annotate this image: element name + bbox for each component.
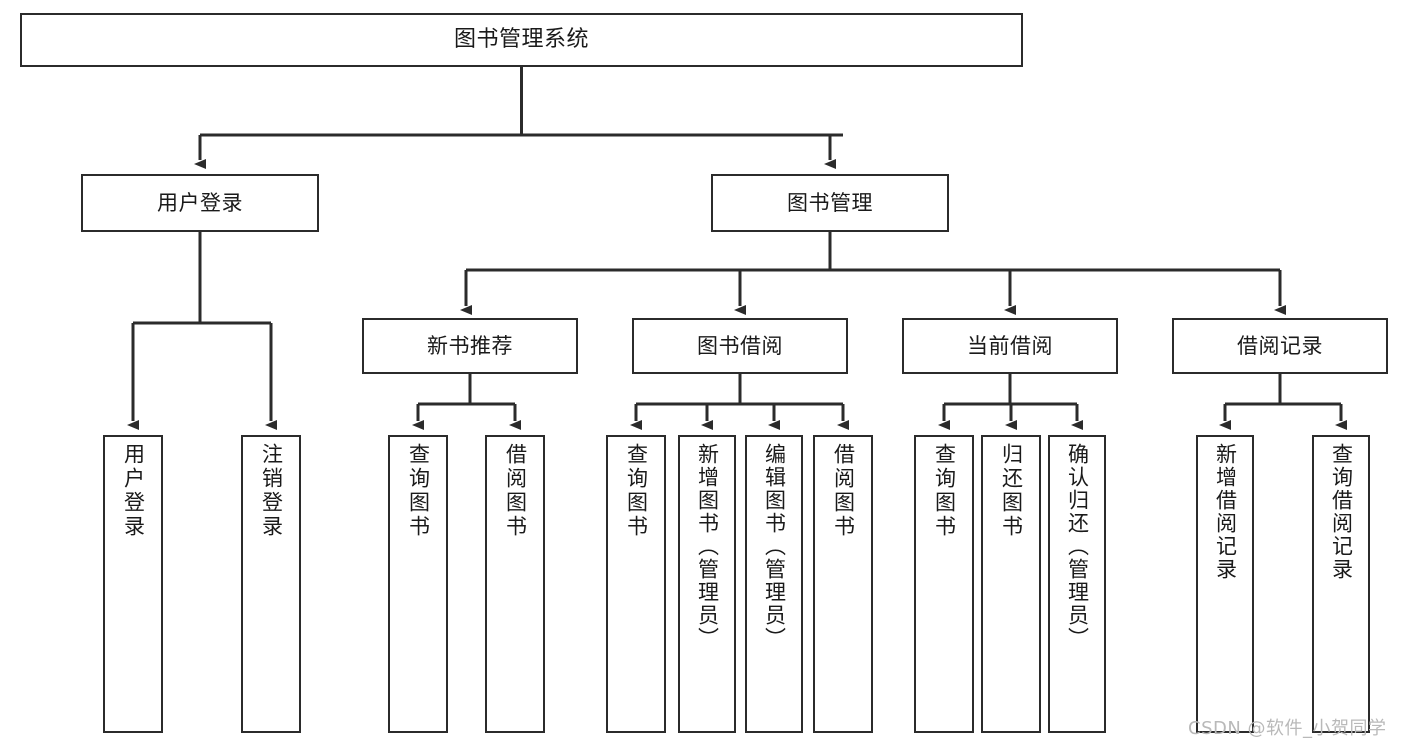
node-user-login-label: 用户登录	[157, 190, 243, 215]
node-book-borrow[interactable]: 图书借阅	[632, 318, 848, 374]
node-leaf-borrow-book-1[interactable]: 借阅图书	[485, 435, 545, 733]
node-leaf-user-login-label: 用户登录	[121, 443, 146, 539]
node-leaf-query-book-2-label: 查询图书	[624, 443, 649, 539]
node-leaf-add-book-label: 新增图书（管理员）	[695, 443, 720, 650]
node-leaf-query-book-1[interactable]: 查询图书	[388, 435, 448, 733]
node-leaf-user-logout-label: 注销登录	[259, 443, 284, 539]
node-leaf-query-book-3-label: 查询图书	[932, 443, 957, 539]
node-leaf-query-book-2[interactable]: 查询图书	[606, 435, 666, 733]
node-leaf-query-book-1-label: 查询图书	[406, 443, 431, 539]
node-leaf-confirm-return-label: 确认归还（管理员）	[1065, 443, 1090, 650]
node-leaf-add-record[interactable]: 新增借阅记录	[1196, 435, 1254, 733]
node-leaf-borrow-book-2[interactable]: 借阅图书	[813, 435, 873, 733]
node-book-manage[interactable]: 图书管理	[711, 174, 949, 232]
node-root-label: 图书管理系统	[453, 27, 589, 53]
node-leaf-query-record[interactable]: 查询借阅记录	[1312, 435, 1370, 733]
node-leaf-confirm-return[interactable]: 确认归还（管理员）	[1048, 435, 1106, 733]
node-book-manage-label: 图书管理	[787, 190, 873, 215]
node-leaf-query-book-3[interactable]: 查询图书	[914, 435, 974, 733]
node-leaf-borrow-book-2-label: 借阅图书	[831, 443, 856, 539]
node-leaf-edit-book[interactable]: 编辑图书（管理员）	[745, 435, 803, 733]
node-borrow-record-label: 借阅记录	[1237, 333, 1323, 358]
node-leaf-add-record-label: 新增借阅记录	[1213, 443, 1238, 581]
node-user-login[interactable]: 用户登录	[81, 174, 319, 232]
node-borrow-record[interactable]: 借阅记录	[1172, 318, 1388, 374]
node-leaf-edit-book-label: 编辑图书（管理员）	[762, 443, 787, 650]
node-leaf-add-book[interactable]: 新增图书（管理员）	[678, 435, 736, 733]
node-book-borrow-label: 图书借阅	[697, 333, 783, 358]
node-leaf-user-login[interactable]: 用户登录	[103, 435, 163, 733]
node-root[interactable]: 图书管理系统	[20, 13, 1023, 67]
node-new-book-recommend-label: 新书推荐	[427, 333, 513, 358]
watermark: CSDN @软件_小贺同学	[1188, 718, 1387, 739]
node-current-borrow[interactable]: 当前借阅	[902, 318, 1118, 374]
node-leaf-query-record-label: 查询借阅记录	[1329, 443, 1354, 581]
node-current-borrow-label: 当前借阅	[967, 333, 1053, 358]
node-leaf-return-book[interactable]: 归还图书	[981, 435, 1041, 733]
node-new-book-recommend[interactable]: 新书推荐	[362, 318, 578, 374]
node-leaf-return-book-label: 归还图书	[999, 443, 1024, 539]
node-leaf-borrow-book-1-label: 借阅图书	[503, 443, 528, 539]
node-leaf-user-logout[interactable]: 注销登录	[241, 435, 301, 733]
